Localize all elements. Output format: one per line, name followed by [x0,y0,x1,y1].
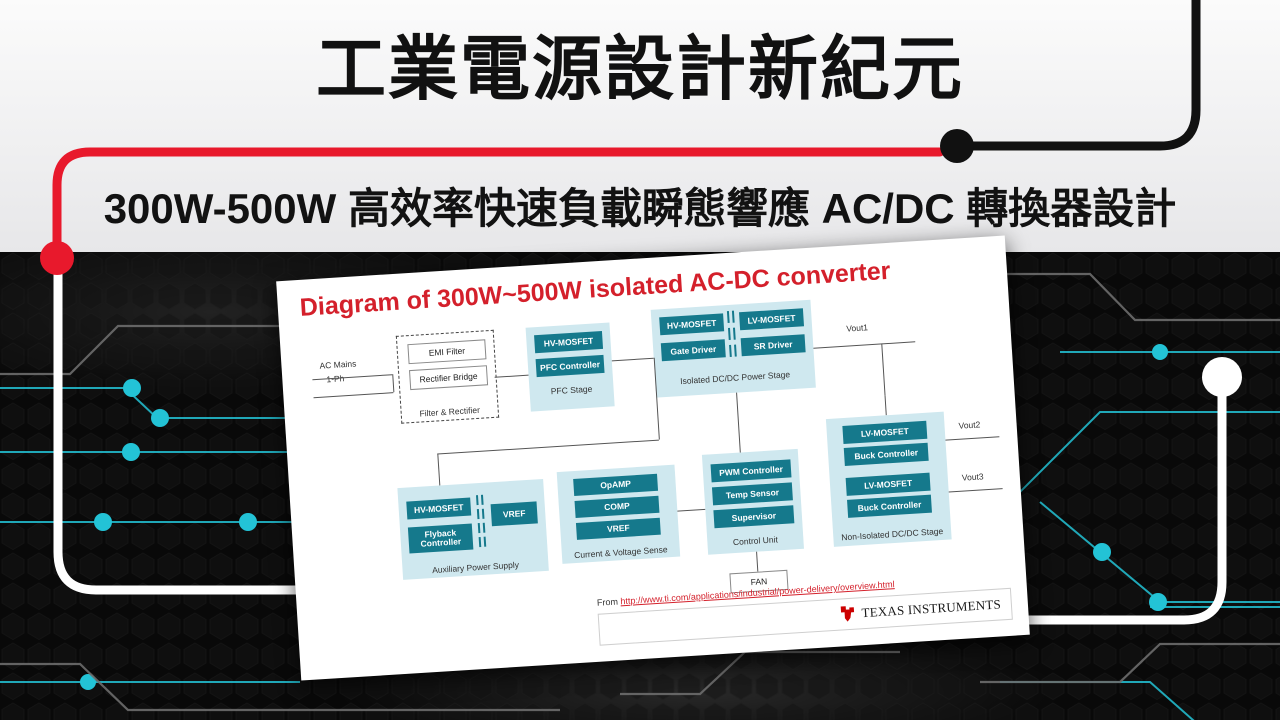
block-emi-filter: EMI Filter [407,339,487,365]
chip-pwm-controller: PWM Controller [710,459,792,483]
ti-logo: TEXAS INSTRUMENTS [840,595,1001,622]
source-prefix: From [596,596,621,608]
white-node [1202,357,1242,397]
embedded-diagram-image: Diagram of 300W~500W isolated AC-DC conv… [276,235,1030,681]
chip-sr-driver: SR Driver [740,334,806,357]
label-pfc-stage: PFC Stage [550,383,593,397]
page-title: 工業電源設計新紀元 [316,30,964,108]
label-non-isolated-dcdc: Non-Isolated DC/DC Stage [841,525,944,543]
group-control-unit: PWM Controller Temp Sensor Supervisor Co… [701,448,804,555]
chip-vref-sense: VREF [575,517,661,540]
chip-lv-mosfet-iso: LV-MOSFET [739,308,805,331]
chip-opamp: OpAMP [573,473,659,497]
wire-sense-to-control [677,508,706,512]
wire-pfc-to-dcdc [611,357,654,362]
wire-to-noniso [884,395,887,416]
ac-mains-label-line1: AC Mains [319,358,357,371]
wire-control-to-fan [756,551,759,572]
wire-ac-join [392,374,395,393]
label-vout2: Vout2 [958,419,981,431]
group-sense: OpAMP COMP VREF Current & Voltage Sense [556,464,681,564]
label-vout3: Vout3 [961,471,984,483]
label-filter-rectifier: Filter & Rectifier [419,404,481,419]
white-bracket-right [695,375,1227,625]
wire-vout1 [813,341,916,349]
chip-lv-mosfet-buck2: LV-MOSFET [845,472,931,496]
wire-vout2 [945,436,1000,441]
label-aux-power: Auxiliary Power Supply [431,559,520,576]
isolation-barrier-aux [475,494,488,551]
group-pfc-stage: HV-MOSFET PFC Controller PFC Stage [525,322,615,412]
chip-hv-mosfet-aux: HV-MOSFET [406,497,472,520]
group-non-isolated-dcdc: LV-MOSFET Buck Controller LV-MOSFET Buck… [825,411,952,547]
chip-pfc-controller: PFC Controller [535,354,605,378]
wire-to-aux-h [437,439,659,455]
page-subtitle: 300W-500W 高效率快速負載瞬態響應 AC/DC 轉換器設計 [103,185,1177,232]
label-control-unit: Control Unit [732,534,779,548]
chip-hv-mosfet-pfc: HV-MOSFET [534,330,604,354]
wire-vout1-drop [881,343,886,396]
wire-to-aux-v [437,453,441,486]
chip-hv-mosfet-iso: HV-MOSFET [659,313,725,336]
wire-filter-to-pfc [494,374,529,378]
vendor-name: TEXAS INSTRUMENTS [861,595,1002,620]
vendor-bar: TEXAS INSTRUMENTS [597,587,1013,646]
wire-ac-top [312,374,393,381]
chip-supervisor: Supervisor [713,505,795,529]
slide-header: 工業電源設計新紀元 300W-500W 高效率快速負載瞬態響應 AC/DC 轉換… [0,0,1280,252]
chip-gate-driver: Gate Driver [660,339,726,362]
chip-vref-aux: VREF [490,501,538,527]
wire-ac-bottom [313,392,394,399]
label-isolated-dcdc: Isolated DC/DC Power Stage [679,369,791,387]
label-sense: Current & Voltage Sense [573,544,668,561]
block-rectifier-bridge: Rectifier Bridge [409,365,489,391]
circuit-trace-graphics [0,252,1280,720]
chip-lv-mosfet-buck1: LV-MOSFET [842,420,928,445]
chip-buck-controller1: Buck Controller [843,442,929,466]
filter-rectifier-group: EMI Filter Rectifier Bridge Filter & Rec… [395,329,500,424]
label-vout1: Vout1 [845,322,869,334]
white-bracket-left [53,252,565,595]
group-isolated-dcdc: HV-MOSFET LV-MOSFET Gate Driver SR Drive… [650,299,816,398]
chip-flyback-controller: Flyback Controller [407,523,474,554]
group-aux-power: HV-MOSFET Flyback Controller VREF Auxili… [397,478,549,580]
wire-vout3 [948,488,1003,493]
chip-comp: COMP [574,495,660,518]
chip-temp-sensor: Temp Sensor [711,482,793,506]
chip-buck-controller2: Buck Controller [847,494,932,518]
isolation-barrier-iso [726,310,738,361]
texas-state-icon [841,606,855,622]
